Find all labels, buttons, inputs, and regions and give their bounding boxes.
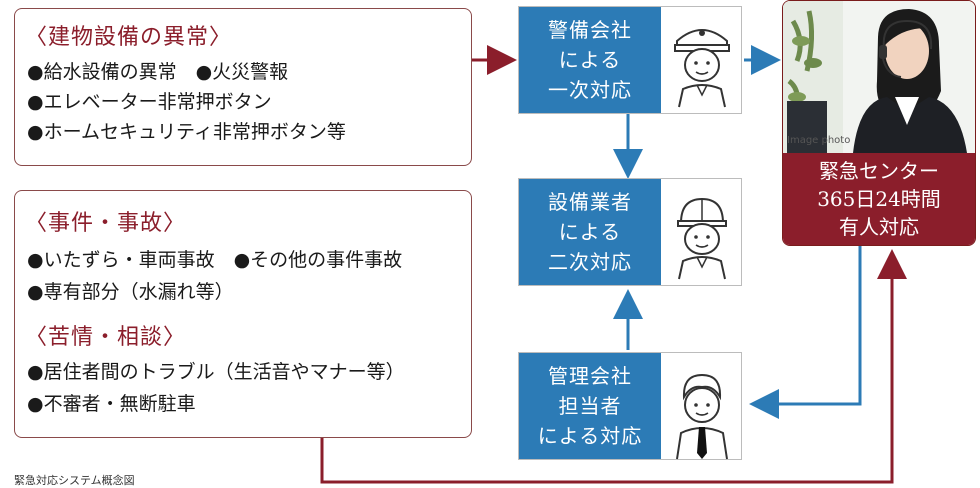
incident-item: ●専有部分（水漏れ等） — [27, 277, 234, 304]
security-line: 警備会社 — [519, 15, 661, 45]
staff-tie-icon — [669, 361, 735, 461]
security-line: による — [519, 45, 661, 75]
security-line: 一次対応 — [519, 75, 661, 105]
management-line: 担当者 — [519, 391, 661, 421]
equipment-line: 設備業者 — [519, 187, 661, 217]
building-item: ●給水設備の異常 ●火災警報 — [27, 57, 288, 84]
management-company-node: 管理会社 担当者 による対応 — [518, 352, 742, 460]
security-company-label: 警備会社 による 一次対応 — [519, 7, 661, 113]
complaint-item: ●居住者間のトラブル（生活音やマナー等） — [27, 357, 405, 384]
incident-heading: 〈事件・事故〉 — [25, 205, 186, 237]
equipment-contractor-label: 設備業者 による 二次対応 — [519, 179, 661, 285]
arrow-center-to-management — [758, 246, 860, 404]
building-item: ●エレベーター非常押ボタン — [27, 87, 272, 114]
center-line: 365日24時間 — [783, 185, 975, 213]
equipment-line: 二次対応 — [519, 247, 661, 277]
management-line: による対応 — [519, 421, 661, 451]
equipment-contractor-node: 設備業者 による 二次対応 — [518, 178, 742, 286]
equipment-line: による — [519, 217, 661, 247]
building-item: ●ホームセキュリティ非常押ボタン等 — [27, 117, 346, 144]
security-company-node: 警備会社 による 一次対応 — [518, 6, 742, 114]
complaint-item: ●不審者・無断駐車 — [27, 389, 196, 416]
emergency-center-label: 緊急センター 365日24時間 有人対応 — [783, 153, 975, 245]
incident-complaint-box: 〈事件・事故〉 ●いたずら・車両事故 ●その他の事件事故 ●専有部分（水漏れ等）… — [14, 190, 472, 438]
building-equipment-heading: 〈建物設備の異常〉 — [25, 19, 232, 51]
incident-item: ●いたずら・車両事故 ●その他の事件事故 — [27, 245, 402, 272]
photo-caption: Image photo — [787, 135, 850, 146]
complaint-heading: 〈苦情・相談〉 — [25, 319, 186, 351]
building-equipment-box: 〈建物設備の異常〉 ●給水設備の異常 ●火災警報 ●エレベーター非常押ボタン ●… — [14, 8, 472, 166]
center-line: 有人対応 — [783, 213, 975, 241]
operator-photo — [783, 1, 975, 153]
emergency-center-panel: Image photo 緊急センター 365日24時間 有人対応 — [782, 0, 976, 246]
guard-icon — [669, 15, 735, 109]
center-line: 緊急センター — [783, 157, 975, 185]
management-company-label: 管理会社 担当者 による対応 — [519, 353, 661, 459]
management-line: 管理会社 — [519, 361, 661, 391]
worker-helmet-icon — [669, 187, 735, 281]
